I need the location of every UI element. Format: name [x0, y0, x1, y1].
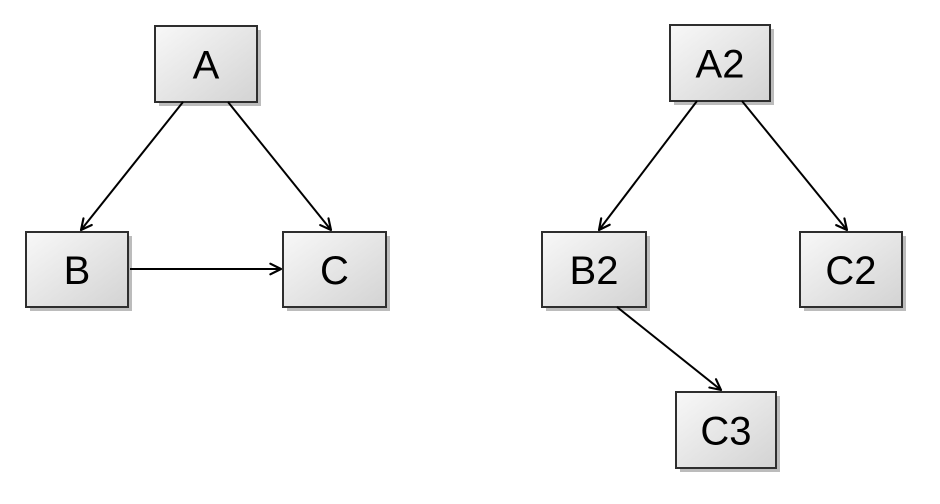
edge-A-C — [227, 101, 333, 232]
node-label: C — [320, 249, 349, 293]
node-box — [541, 231, 647, 308]
node-B2[interactable]: B2 — [541, 231, 650, 311]
edge-A2-B2 — [597, 100, 698, 232]
node-box — [675, 391, 777, 469]
node-box — [25, 231, 129, 308]
node-box — [669, 24, 771, 102]
left-graph: A B C — [25, 25, 390, 311]
node-box — [154, 25, 258, 103]
node-label: A2 — [696, 42, 745, 86]
node-C[interactable]: C — [282, 231, 390, 311]
node-box — [282, 231, 387, 308]
node-A2[interactable]: A2 — [669, 24, 774, 105]
node-B[interactable]: B — [25, 231, 132, 311]
node-label: A — [193, 43, 220, 87]
node-A[interactable]: A — [154, 25, 261, 106]
edge-B2-C3 — [616, 306, 723, 392]
node-label: C3 — [700, 409, 751, 453]
edge-A2-C2 — [741, 100, 849, 232]
node-C3[interactable]: C3 — [675, 391, 780, 472]
edge-A-B — [79, 101, 184, 232]
node-C2[interactable]: C2 — [799, 231, 906, 311]
node-box — [799, 231, 903, 308]
node-label: C2 — [825, 249, 876, 293]
node-label: B — [64, 249, 91, 293]
node-label: B2 — [570, 249, 619, 293]
